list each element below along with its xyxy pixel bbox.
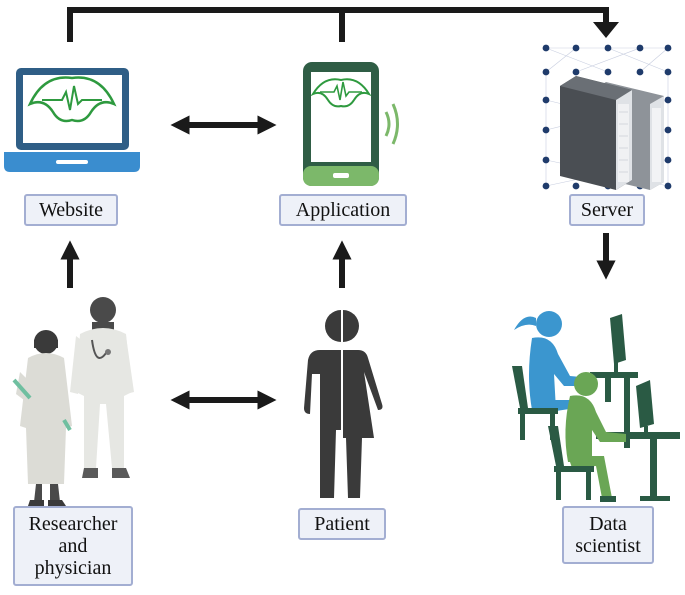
brand-logo-icon — [27, 76, 117, 123]
website-label: Website — [24, 194, 118, 226]
application-label-text: Application — [295, 199, 391, 221]
server-label-text: Server — [580, 199, 634, 221]
top-connector — [67, 7, 619, 42]
researcher-figure — [12, 330, 72, 506]
data-scientist-label: Data scientist — [562, 506, 654, 564]
application-label: Application — [279, 194, 407, 226]
patient-label-text: Patient — [314, 513, 370, 535]
brand-logo-icon — [310, 78, 372, 108]
researcher-physician-icon — [12, 297, 134, 506]
patient-label: Patient — [298, 508, 386, 540]
researcher-label-line-2: and — [58, 535, 88, 557]
signal-waves-icon — [384, 103, 399, 145]
server-icon — [542, 44, 672, 190]
researcher-physician-label: Researcher and physician — [13, 506, 133, 586]
website-label-text: Website — [39, 199, 103, 221]
physician-figure — [70, 297, 134, 478]
scientist-green-figure — [565, 372, 626, 502]
server-label: Server — [569, 194, 645, 226]
laptop-icon — [4, 68, 140, 172]
data-scientist-icon — [512, 311, 680, 502]
data-scientist-label-line-2: scientist — [575, 535, 641, 557]
researcher-label-line-3: physician — [34, 557, 112, 579]
researcher-label-line-1: Researcher — [28, 513, 118, 535]
smartphone-icon — [303, 62, 399, 186]
patient-icon — [304, 310, 383, 498]
arrow-head-to-server — [593, 22, 619, 38]
data-scientist-label-line-1: Data — [589, 513, 627, 535]
